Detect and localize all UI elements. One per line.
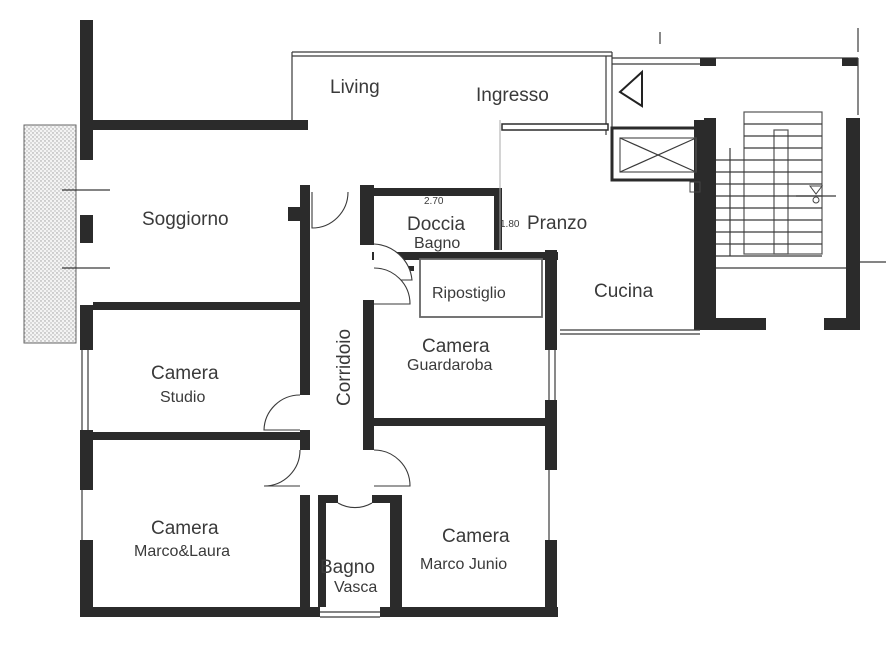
exterior-walls <box>80 20 859 618</box>
label-studio: Studio <box>160 389 205 406</box>
label-camera-studio: Camera <box>151 363 219 384</box>
label-corridoio: Corridoio <box>334 329 355 406</box>
label-dimension: 2.70 <box>424 196 444 207</box>
stairwell <box>610 111 886 330</box>
label-marco-junio: Marco Junio <box>420 556 507 573</box>
entrance-arrow-icon <box>618 69 643 108</box>
label-marco-laura: Marco&Laura <box>134 543 230 560</box>
label-guardaroba: Guardaroba <box>407 357 492 374</box>
label-dimension-2: 1.80 <box>500 219 520 230</box>
label-vasca: Vasca <box>334 579 377 596</box>
label-living: Living <box>330 77 380 98</box>
doors <box>263 191 413 509</box>
label-soggiorno: Soggiorno <box>142 209 229 230</box>
label-ingresso: Ingresso <box>476 85 549 106</box>
label-bagno-doccia: Bagno <box>414 235 460 252</box>
label-doccia: Doccia <box>407 214 466 235</box>
label-camera-marco-junio: Camera <box>442 526 510 547</box>
label-bagno-vasca: Bagno <box>320 557 375 578</box>
label-cucina: Cucina <box>594 281 654 302</box>
label-ripostiglio: Ripostiglio <box>432 285 506 302</box>
label-camera-guardaroba: Camera <box>422 336 490 357</box>
label-pranzo: Pranzo <box>527 213 587 234</box>
balcony <box>23 124 110 344</box>
room-labels: Living Ingresso Soggiorno 2.70 Doccia Ba… <box>134 77 654 596</box>
label-camera-marco-laura: Camera <box>151 518 219 539</box>
ripostiglio-box <box>419 258 543 318</box>
interior-walls <box>93 120 609 617</box>
